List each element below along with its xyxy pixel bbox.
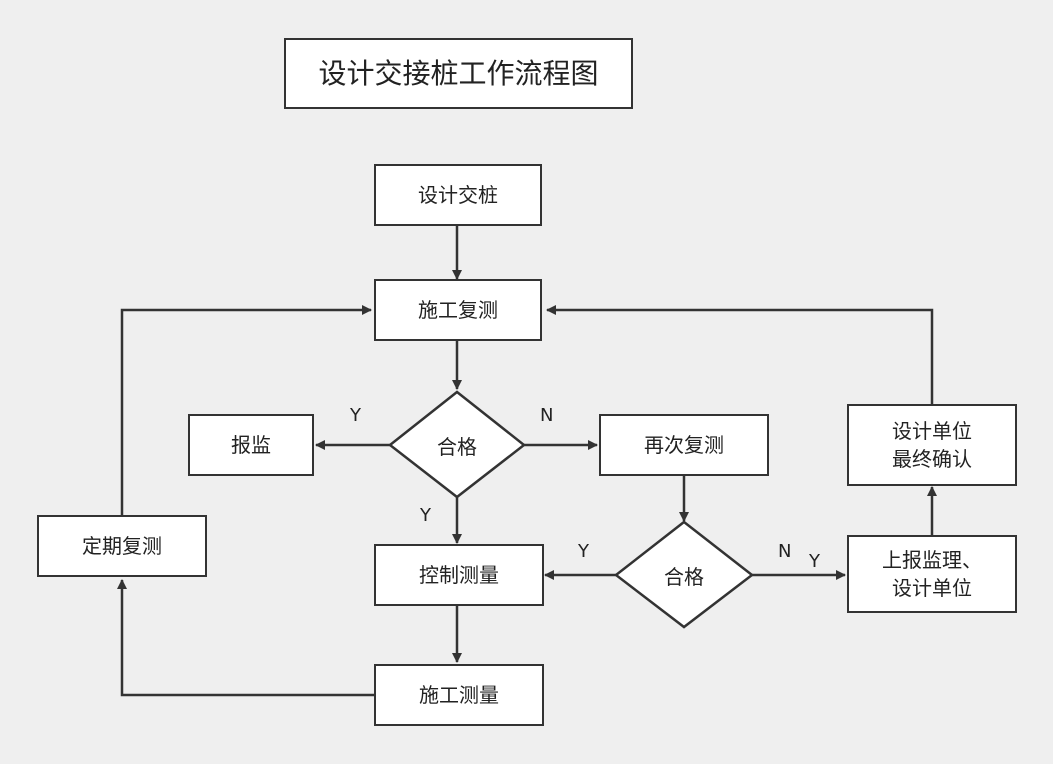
node-construction-survey: 施工测量 [374, 664, 544, 726]
decision-diamond-1 [387, 390, 527, 499]
edge-label-n-check2: N [778, 541, 792, 562]
node-designer-confirm: 设计单位 最终确认 [847, 404, 1017, 486]
node-confirm-line-1: 设计单位 [892, 419, 972, 443]
node-report-line-1: 上报监理、 [882, 548, 982, 572]
decision-2-label: 合格 [664, 564, 704, 589]
edge-label-y-report: Y [350, 405, 361, 426]
edge-periodic-to-recheck [120, 305, 372, 515]
node-report-supervisor-designer: 上报监理、 设计单位 [847, 535, 1017, 613]
node-periodic-recheck: 定期复测 [37, 515, 207, 577]
edge-label-n-resurvey: N [540, 405, 554, 426]
decision-diamond-2 [613, 520, 755, 629]
node-confirm-line-2: 最终确认 [892, 447, 972, 471]
node-construction-recheck: 施工复测 [374, 279, 542, 341]
edge-label-y-check2: Y [809, 551, 820, 572]
edge-construction-to-periodic [117, 579, 375, 697]
edge-label-y-check2-control: Y [578, 541, 589, 562]
node-design-handover: 设计交桩 [374, 164, 542, 226]
decision-1-label: 合格 [437, 434, 477, 459]
node-re-survey: 再次复测 [599, 414, 769, 476]
edge-confirm-to-recheck [546, 305, 934, 404]
page-title: 设计交接桩工作流程图 [284, 38, 633, 109]
node-control-survey: 控制测量 [374, 544, 544, 606]
node-report-supervision: 报监 [188, 414, 314, 476]
edge-label-y-control: Y [420, 505, 431, 526]
node-report-line-2: 设计单位 [892, 576, 972, 600]
